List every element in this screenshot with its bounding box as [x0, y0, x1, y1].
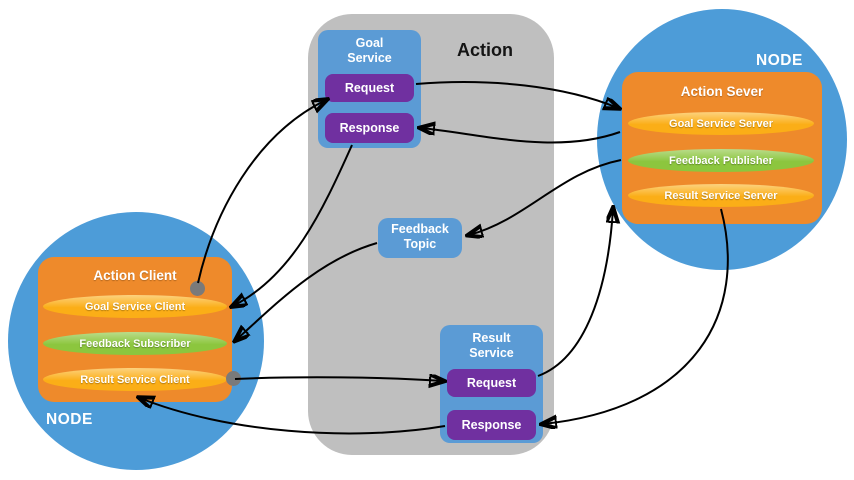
result-service-server-label: Result Service Server	[664, 189, 778, 202]
feedback-topic-box	[378, 218, 462, 258]
connection-dot-result	[226, 371, 241, 386]
feedback-topic-title: Feedback Topic	[391, 222, 449, 251]
feedback-publisher-label: Feedback Publisher	[669, 154, 773, 167]
feedback-publisher-oval: Feedback Publisher	[628, 149, 814, 172]
goal-service-title: Goal Service	[347, 36, 392, 65]
goal-service-client-oval: Goal Service Client	[43, 295, 227, 318]
result-response-button: Response	[447, 410, 536, 440]
goal-service-server-oval: Goal Service Server	[628, 112, 814, 135]
goal-request-button: Request	[325, 74, 414, 102]
action-server-title: Action Sever	[680, 84, 764, 99]
feedback-subscriber-label: Feedback Subscriber	[79, 337, 191, 350]
result-service-server-oval: Result Service Server	[628, 184, 814, 207]
connection-dot-goal	[190, 281, 205, 296]
goal-service-client-label: Goal Service Client	[84, 300, 186, 313]
action-panel-title: Action	[457, 40, 513, 60]
result-request-button: Request	[447, 369, 536, 397]
result-service-client-label: Result Service Client	[80, 373, 190, 386]
goal-response-button: Response	[325, 113, 414, 143]
node-label-server: NODE	[756, 52, 803, 69]
feedback-subscriber-oval: Feedback Subscriber	[43, 332, 227, 355]
action-client-title: Action Client	[93, 268, 177, 283]
result-service-title: Result Service	[469, 331, 514, 360]
goal-service-server-label: Goal Service Server	[669, 117, 773, 130]
result-service-client-oval: Result Service Client	[43, 368, 227, 391]
node-label-client: NODE	[46, 411, 93, 428]
